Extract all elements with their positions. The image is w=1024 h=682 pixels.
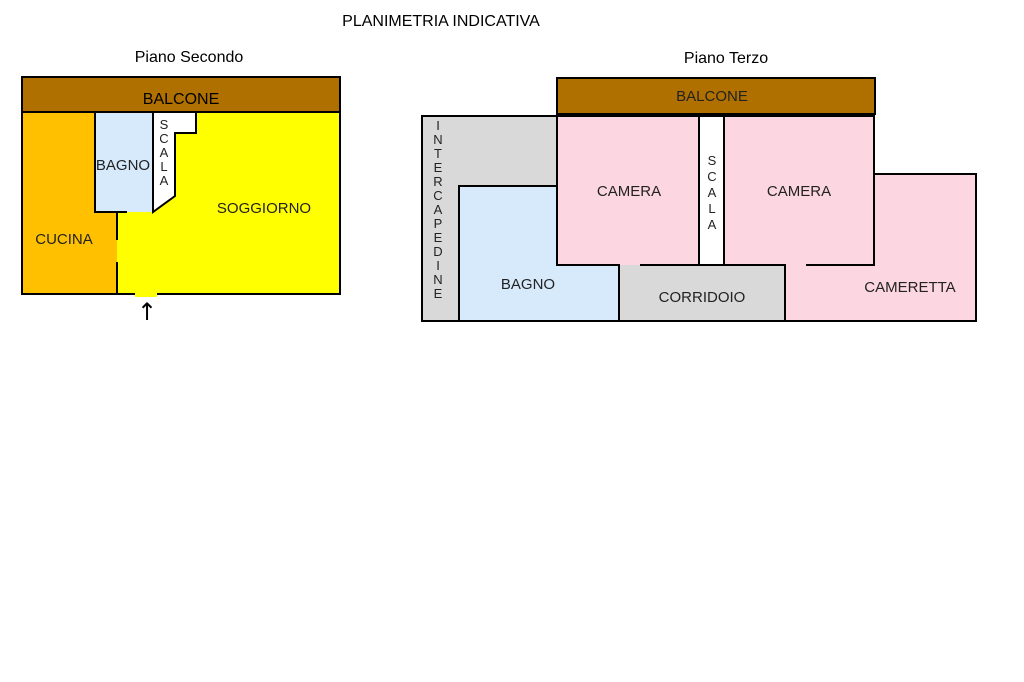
entrance-arrow-icon: ↑ bbox=[137, 298, 157, 326]
camera-left-room bbox=[557, 116, 699, 265]
balcone-2-label: BALCONE bbox=[143, 91, 219, 108]
bagno-3-label: BAGNO bbox=[501, 276, 555, 293]
page-title: PLANIMETRIA INDICATIVA bbox=[342, 13, 540, 30]
camera-right-label: CAMERA bbox=[767, 183, 831, 200]
scala-3-wall bbox=[698, 116, 725, 265]
corridoio-room bbox=[619, 265, 785, 321]
camera-left-label: CAMERA bbox=[597, 183, 661, 200]
intercapedine-wall bbox=[458, 185, 557, 321]
piano-terzo-label: Piano Terzo bbox=[684, 50, 768, 67]
corridoio-label: CORRIDOIO bbox=[659, 289, 746, 306]
camera-right-room bbox=[724, 116, 874, 265]
corridoio-wall bbox=[640, 264, 786, 321]
piano-secondo: Piano Secondo BALCONE CUCINA BAGNO SOGGI… bbox=[21, 49, 341, 326]
balcone-2-room bbox=[22, 77, 340, 112]
camera-right-wall bbox=[806, 174, 875, 266]
piano-secondo-label: Piano Secondo bbox=[135, 49, 244, 66]
piano-terzo-outline bbox=[421, 115, 977, 322]
piano-secondo-outline bbox=[21, 111, 341, 295]
soggiorno-label: SOGGIORNO bbox=[217, 200, 311, 217]
cameretta-label: CAMERETTA bbox=[864, 279, 955, 296]
scala-3-room bbox=[699, 116, 724, 265]
entrance-opening bbox=[135, 290, 157, 297]
cameretta-room bbox=[785, 174, 976, 321]
camera-left-wall bbox=[556, 116, 620, 321]
balcone-3-wall bbox=[556, 77, 876, 115]
balcone-3-label: BALCONE bbox=[676, 88, 748, 105]
balcone-3-room bbox=[557, 78, 875, 114]
cucina-label: CUCINA bbox=[35, 231, 93, 248]
bagno-2-room bbox=[95, 112, 153, 212]
piano-terzo: Piano Terzo BALCONE CAMERA CAMERA BAGNO … bbox=[421, 50, 977, 322]
bagno-2-label: BAGNO bbox=[96, 157, 150, 174]
intercapedine-room bbox=[422, 116, 557, 321]
scala-2-wall bbox=[152, 112, 197, 214]
